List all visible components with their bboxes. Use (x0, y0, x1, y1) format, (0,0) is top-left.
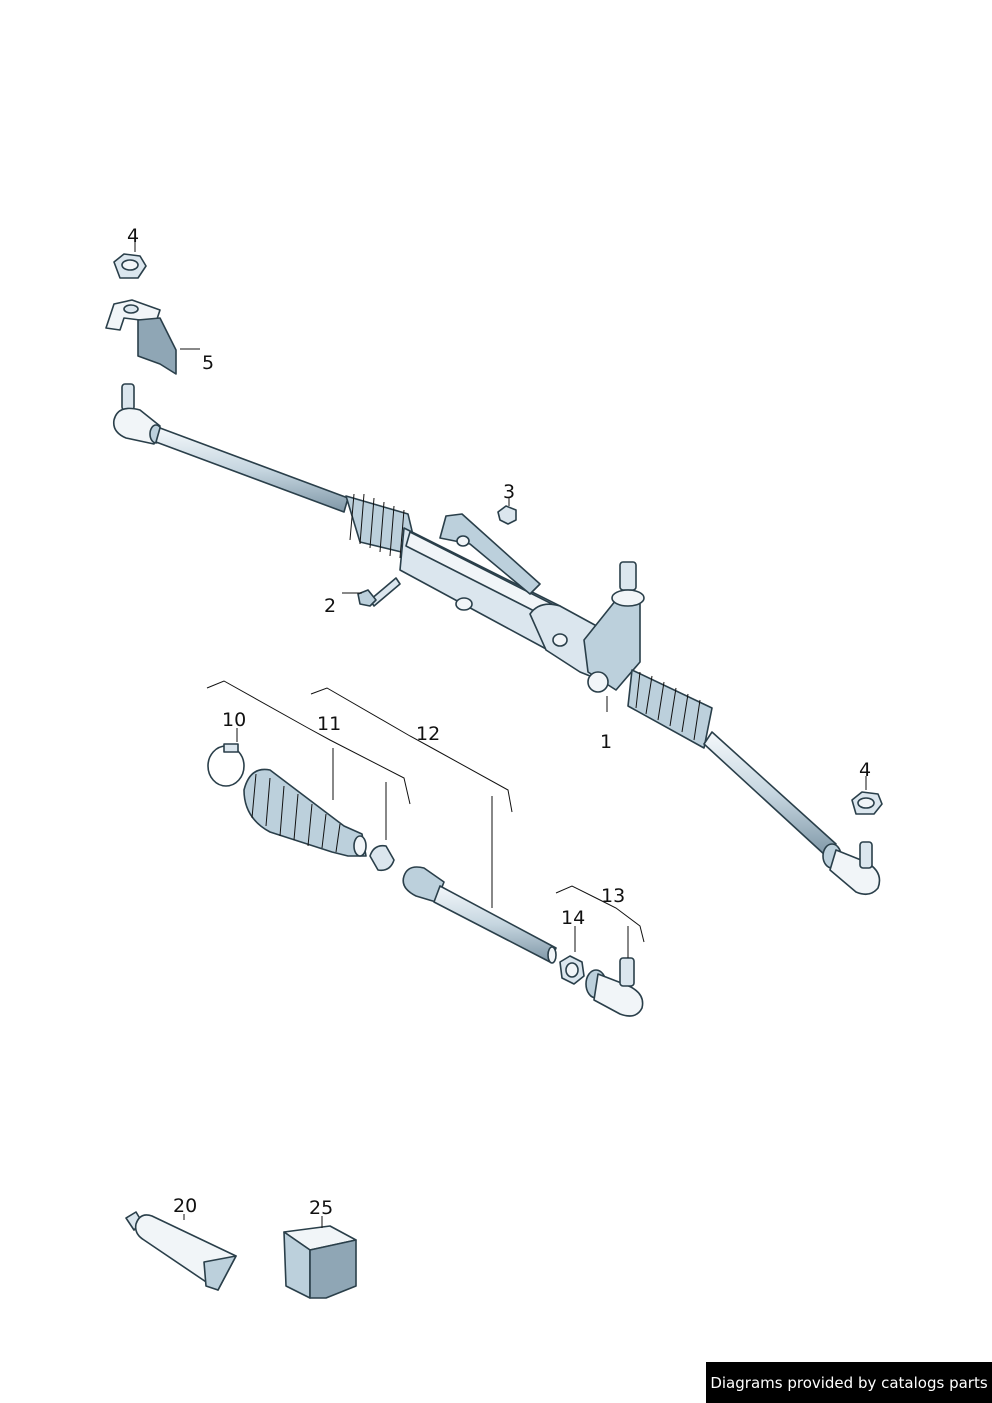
label-2: 2 (324, 595, 336, 617)
label-11: 11 (317, 713, 341, 735)
tie-rod-end-13 (585, 957, 644, 1017)
label-4-top: 4 (127, 225, 139, 247)
label-13: 13 (601, 885, 625, 907)
tie-rod-end-left (112, 383, 163, 445)
tie-rod-left (155, 427, 349, 513)
label-14: 14 (561, 907, 585, 929)
nut-3 (497, 505, 517, 525)
label-25: 25 (309, 1197, 333, 1219)
label-10: 10 (222, 709, 246, 731)
inner-tie-rod-12 (402, 866, 557, 964)
grease-tube-20 (125, 1211, 237, 1291)
label-1: 1 (600, 731, 612, 753)
boot-11 (243, 768, 367, 857)
leader-lines (134, 242, 867, 1228)
credit-banner: Diagrams provided by catalogs parts (706, 1362, 992, 1403)
tie-rod-end-right (822, 841, 881, 896)
clamp-10 (207, 743, 245, 787)
hex-nut-right (851, 791, 883, 815)
box-25 (283, 1225, 357, 1299)
hex-nut-top (113, 253, 147, 279)
label-12: 12 (416, 723, 440, 745)
nut-14 (559, 955, 585, 985)
label-20: 20 (173, 1195, 197, 1217)
label-5: 5 (202, 352, 214, 374)
tie-rod-right (703, 731, 837, 857)
label-4-right: 4 (859, 759, 871, 781)
bracket (105, 299, 177, 375)
clamp-small (369, 844, 395, 872)
label-3: 3 (503, 481, 515, 503)
bolt-2 (357, 577, 401, 607)
bellows-left (345, 493, 419, 559)
bellows-right (627, 669, 713, 749)
steering-rack-housing (399, 513, 645, 693)
